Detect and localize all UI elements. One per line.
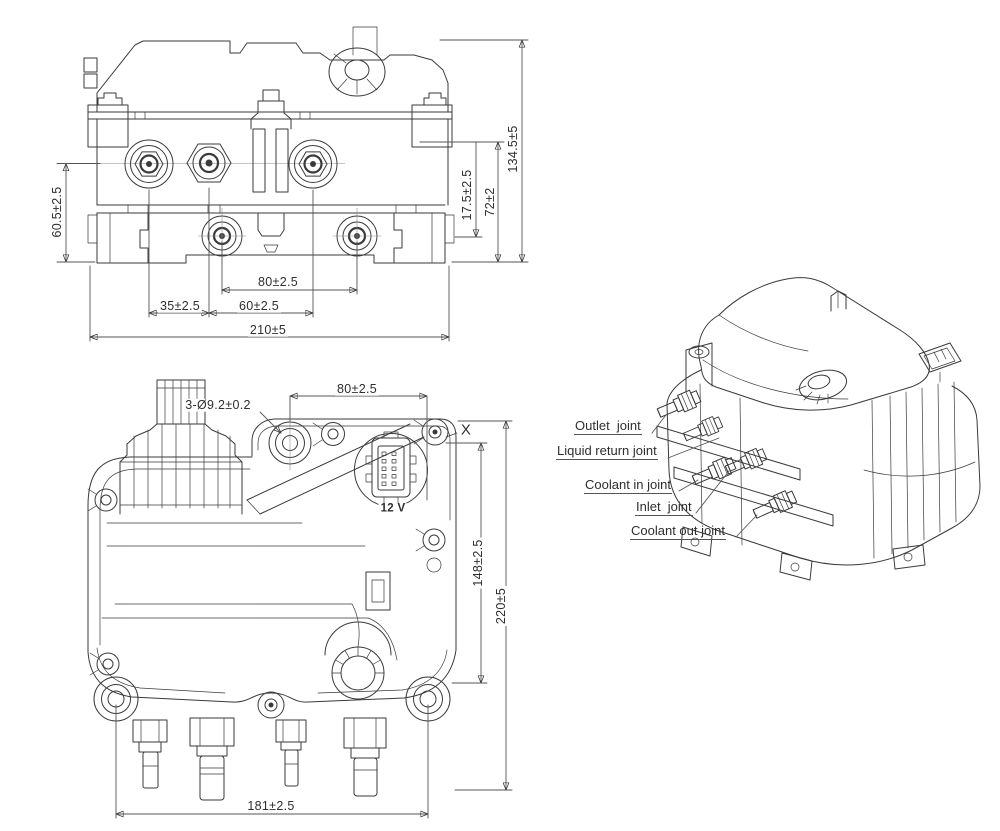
dim-lower-port-spacing: 80±2.5 <box>256 274 300 289</box>
fuel-and-coolant-pipes <box>132 717 387 801</box>
fuel-filter-cap <box>119 379 243 515</box>
dim-left-height: 60.5±2.5 <box>49 184 64 240</box>
joint-leader-lines <box>651 414 758 538</box>
dim-mid-height: 72±2 <box>482 185 497 219</box>
front-view-linework <box>87 379 513 819</box>
dim-front-total-height: 220±5 <box>493 585 508 627</box>
coolant-in-joint-pipe <box>691 456 737 485</box>
label-liquid-return-joint: Liquid return joint <box>556 443 658 461</box>
hole-callout: 3-Ø9.2±0.2 <box>183 397 253 412</box>
power-connector-12v <box>354 431 428 507</box>
dim-mount-height: 148±2.5 <box>470 537 485 589</box>
dim-mount-spacing: 80±2.5 <box>335 381 379 396</box>
dim-step-height: 17.5±2.5 <box>459 167 474 223</box>
glow-plug-stem <box>250 89 292 193</box>
inlet-joint-pipe <box>724 447 768 475</box>
upper-fitting-right <box>288 139 338 189</box>
front-view-dimension-lines <box>115 396 513 819</box>
dim-bottom-width: 181±2.5 <box>245 798 297 813</box>
label-outlet-joint: Outlet joint <box>574 418 642 436</box>
label-coolant-out-joint: Coolant out joint <box>630 523 726 541</box>
dim-port-offset-right: 60±2.5 <box>237 298 281 313</box>
upper-fitting-left <box>124 139 174 189</box>
combustion-air-inlet <box>324 621 392 700</box>
isometric-view-linework <box>651 277 981 581</box>
bottom-view-linework <box>56 26 529 342</box>
dim-total-height: 134.5±5 <box>505 123 520 175</box>
bottom-view-dimension-lines <box>56 39 529 342</box>
outlet-joint-pipe <box>656 389 702 418</box>
detail-marker-x: X <box>460 421 472 439</box>
connector-voltage-label: 12 V <box>378 502 408 515</box>
liquid-return-joint-pipe <box>682 416 724 442</box>
x-detail-boss <box>413 418 458 446</box>
mount-hole-boss <box>268 398 312 471</box>
upper-fitting-middle <box>186 143 232 183</box>
dim-port-offset-left: 35±2.5 <box>158 298 202 313</box>
label-coolant-in-joint: Coolant in joint <box>584 477 672 495</box>
coolant-out-joint-pipe <box>752 490 798 519</box>
label-inlet-joint: Inlet joint <box>635 499 693 517</box>
dim-total-width: 210±5 <box>247 322 289 337</box>
